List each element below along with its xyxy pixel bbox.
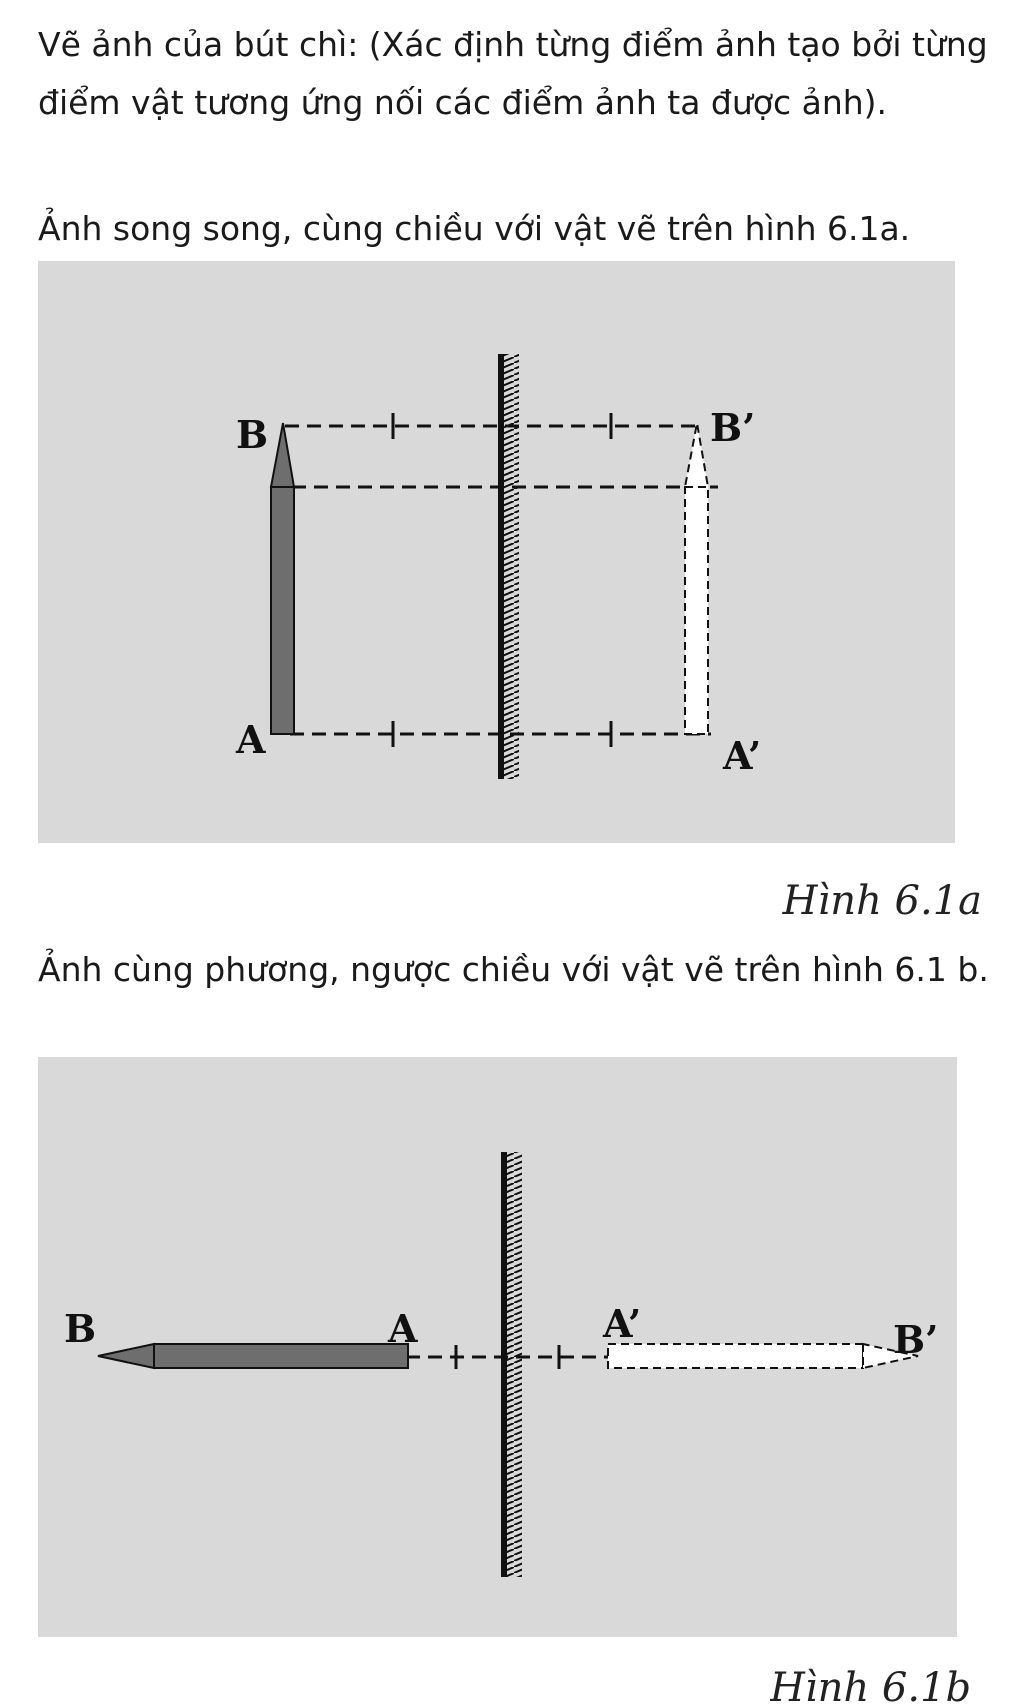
image-pencil-a <box>683 422 710 735</box>
tick-marks-a <box>391 413 613 747</box>
figure-6-1b: B A A’ B’ <box>38 1057 957 1637</box>
mirror-a <box>498 354 519 779</box>
figure-6-1b-drawing: B A A’ B’ <box>64 1152 938 1577</box>
object-pencil-a <box>269 422 296 735</box>
label-a: A <box>235 717 266 762</box>
figure-6-1b-caption: Hình 6.1b <box>770 1665 990 1705</box>
intro-paragraph: Vẽ ảnh của bút chì: (Xác định từng điểm … <box>38 25 988 122</box>
label-a-image: A’ <box>602 1301 641 1346</box>
mirror-b <box>501 1152 522 1577</box>
figure-6-1b-caption-text: Hình 6.1b <box>770 1665 972 1705</box>
figure-6-1a: B B’ A A’ <box>38 261 955 843</box>
case-a-paragraph: Ảnh song song, cùng chiều với vật vẽ trê… <box>38 209 911 248</box>
figure-6-1a-drawing: B B’ A A’ <box>235 354 761 779</box>
figure-6-1a-caption: Hình 6.1a <box>782 878 982 924</box>
label-b: B <box>64 1306 96 1351</box>
ray-lines-a <box>270 424 718 736</box>
label-b-image: B’ <box>710 405 755 450</box>
tick-marks-b <box>454 1345 561 1369</box>
label-b: B <box>236 412 268 457</box>
case-b-paragraph: Ảnh cùng phương, ngược chiều với vật vẽ … <box>38 950 989 989</box>
label-b-image: B’ <box>893 1317 938 1362</box>
image-pencil-b <box>607 1342 919 1370</box>
object-pencil-b <box>97 1342 409 1370</box>
label-a: A <box>387 1306 418 1351</box>
label-a-image: A’ <box>722 733 761 778</box>
